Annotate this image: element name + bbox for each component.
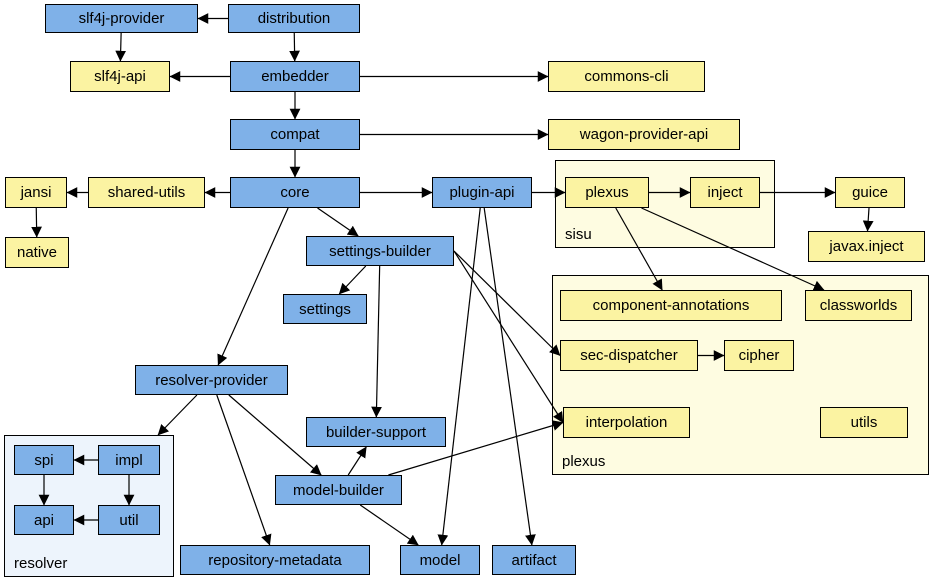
- group-label-plexus-group: plexus: [562, 453, 606, 470]
- node-slf4j-provider: slf4j-provider: [45, 4, 198, 33]
- node-cipher: cipher: [724, 340, 794, 371]
- edge-model-builder-to-builder-support: [347, 446, 367, 476]
- node-inject: inject: [690, 177, 760, 208]
- group-label-resolver-group: resolver: [14, 555, 68, 572]
- node-slf4j-api: slf4j-api: [70, 61, 170, 92]
- node-sec-dispatcher: sec-dispatcher: [560, 340, 698, 371]
- node-embedder: embedder: [230, 61, 360, 92]
- edge-settings-builder-to-builder-support: [371, 265, 382, 418]
- node-builder-support: builder-support: [306, 417, 446, 447]
- node-interpolation: interpolation: [563, 407, 690, 438]
- node-settings: settings: [283, 294, 367, 324]
- node-spi: spi: [14, 445, 74, 475]
- node-core: core: [230, 177, 360, 208]
- edge-settings-builder-to-sec-dispatcher: [453, 250, 561, 356]
- edge-core-to-resolver-provider: [217, 207, 289, 366]
- node-jansi: jansi: [5, 177, 67, 208]
- node-plexus: plexus: [565, 177, 649, 208]
- node-util: util: [98, 505, 160, 535]
- node-artifact: artifact: [492, 545, 576, 575]
- edge-resolver-provider-to-repository-metadata: [216, 394, 272, 546]
- edge-settings-builder-to-settings: [338, 265, 367, 295]
- node-settings-builder: settings-builder: [306, 236, 454, 266]
- node-model: model: [400, 545, 480, 575]
- edge-slf4j-provider-to-slf4j-api: [115, 32, 127, 62]
- edge-settings-builder-to-interpolation: [453, 250, 564, 423]
- node-shared-utils: shared-utils: [88, 177, 205, 208]
- node-impl: impl: [98, 445, 160, 475]
- edge-plugin-api-to-artifact: [483, 207, 536, 546]
- node-resolver-provider: resolver-provider: [135, 365, 288, 395]
- node-commons-cli: commons-cli: [548, 61, 705, 92]
- node-wagon-provider-api: wagon-provider-api: [548, 119, 740, 150]
- node-utils: utils: [820, 407, 908, 438]
- group-label-sisu: sisu: [565, 226, 592, 243]
- node-compat: compat: [230, 119, 360, 150]
- edge-model-builder-to-model: [359, 504, 419, 546]
- node-api: api: [14, 505, 74, 535]
- node-native: native: [5, 237, 69, 268]
- edge-guice-to-javax.inject: [862, 207, 874, 232]
- node-model-builder: model-builder: [275, 475, 402, 505]
- node-guice: guice: [835, 177, 905, 208]
- node-javax.inject: javax.inject: [808, 231, 925, 262]
- edge-core-to-settings-builder: [317, 207, 359, 237]
- edge-resolver-provider-to-resolver-group: [157, 394, 198, 436]
- node-repository-metadata: repository-metadata: [180, 545, 370, 575]
- node-plugin-api: plugin-api: [432, 177, 532, 208]
- node-classworlds: classworlds: [805, 290, 912, 321]
- node-distribution: distribution: [228, 4, 360, 33]
- node-component-annotations: component-annotations: [560, 290, 782, 321]
